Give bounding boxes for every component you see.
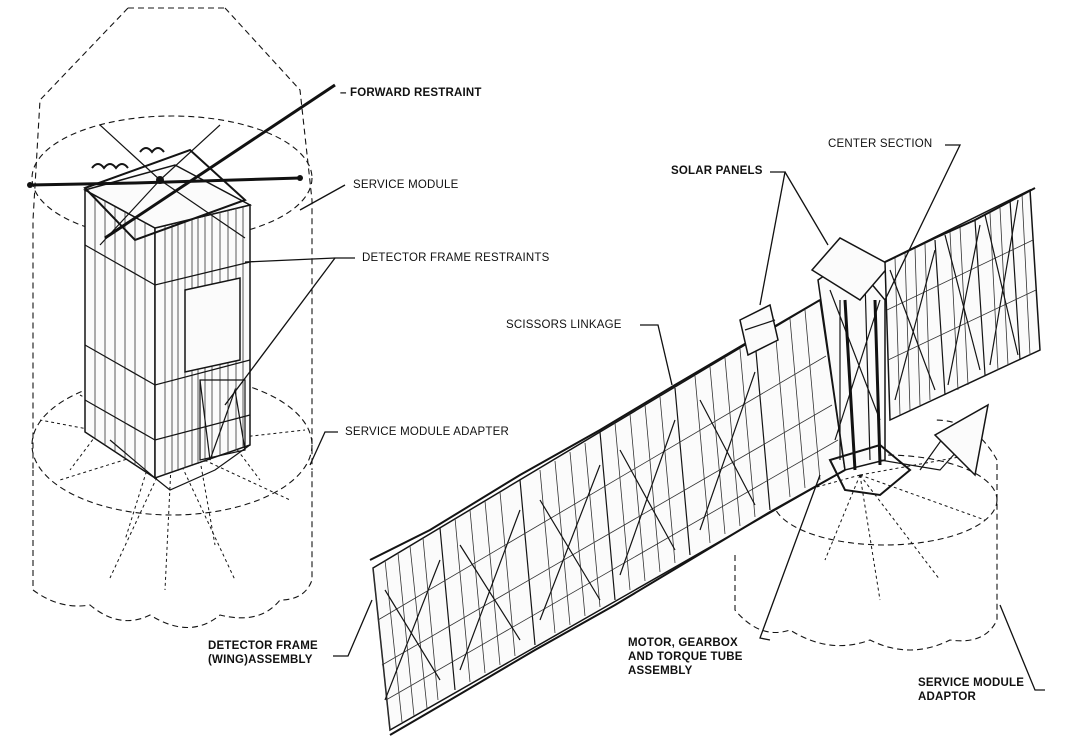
label-motor-line3: ASSEMBLY — [628, 665, 693, 677]
label-detector-frame-wing-assembly: DETECTOR FRAME (WING)ASSEMBLY — [208, 639, 318, 667]
label-detector-frame-line1: DETECTOR FRAME — [208, 640, 318, 652]
label-detector-frame-restraints: DETECTOR FRAME RESTRAINTS — [362, 252, 550, 264]
label-forward-restraint: – FORWARD RESTRAINT — [340, 87, 482, 99]
deployed-wing-left — [369, 298, 846, 736]
label-solar-panels: SOLAR PANELS — [671, 165, 763, 177]
left-leader-lines — [224, 184, 355, 466]
right-leader-lines — [333, 144, 1045, 691]
stowed-configuration — [27, 7, 355, 628]
label-service-module: SERVICE MODULE — [353, 179, 459, 191]
label-motor-line1: MOTOR, GEARBOX — [628, 637, 738, 649]
label-motor-line2: AND TORQUE TUBE — [628, 651, 743, 663]
label-service-module-adaptor: SERVICE MODULE ADAPTOR — [918, 676, 1024, 704]
deployed-adaptor-outline — [734, 419, 998, 651]
deployed-wing-right — [884, 187, 1041, 422]
label-motor-gearbox-assembly: MOTOR, GEARBOX AND TORQUE TUBE ASSEMBLY — [628, 636, 743, 678]
label-adaptor-line1: SERVICE MODULE — [918, 677, 1025, 689]
center-section — [739, 237, 990, 497]
stowed-detector-frame — [27, 83, 336, 491]
deployed-configuration — [333, 144, 1045, 736]
label-center-section: CENTER SECTION — [828, 138, 933, 150]
label-adaptor-line2: ADAPTOR — [918, 691, 977, 703]
label-service-module-adapter: SERVICE MODULE ADAPTER — [345, 426, 509, 438]
label-detector-frame-line2: (WING)ASSEMBLY — [208, 654, 313, 666]
label-forward-restraint-text: FORWARD RESTRAINT — [350, 87, 482, 99]
label-scissors-linkage: SCISSORS LINKAGE — [506, 319, 622, 331]
